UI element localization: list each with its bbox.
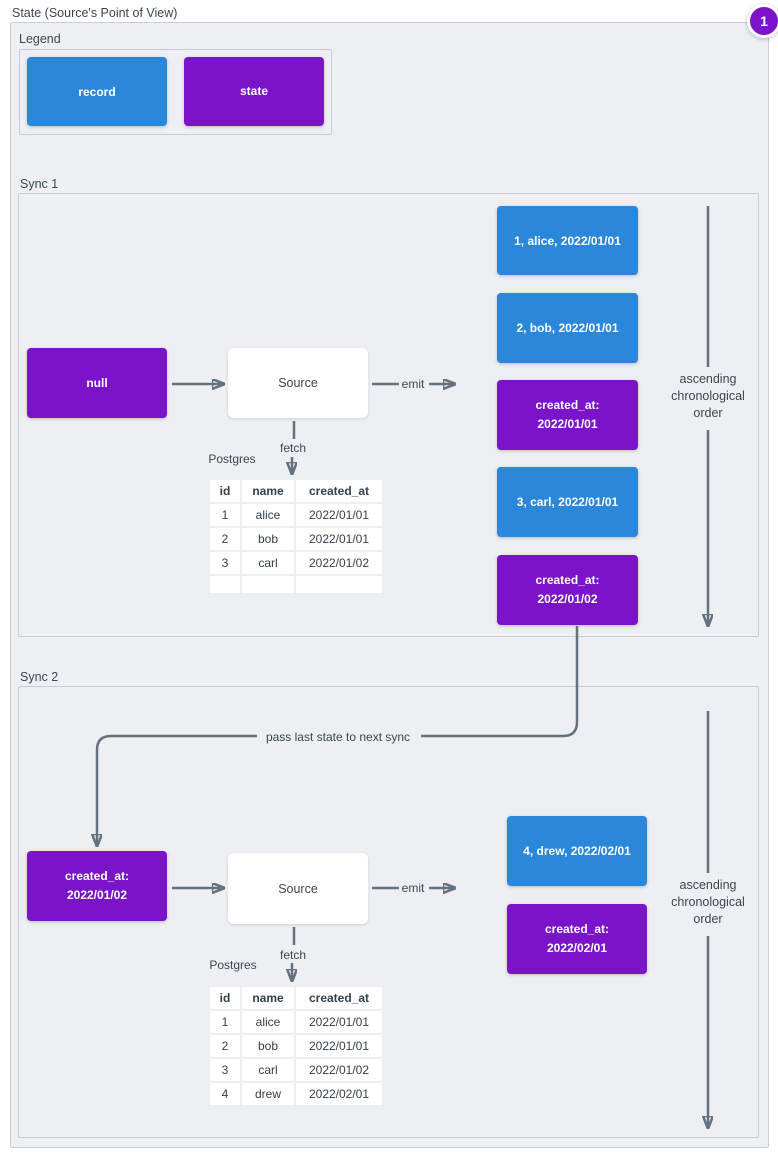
sync2-record-1: 4, drew, 2022/02/01 xyxy=(507,816,647,886)
sync1-postgres-table: id name created_at 1 alice 2022/01/01 2 … xyxy=(208,478,384,595)
cell-id: 3 xyxy=(210,552,240,574)
table-row-empty xyxy=(210,576,382,593)
state-text-line1: created_at: xyxy=(535,573,600,587)
cell-name: carl xyxy=(242,1059,294,1081)
legend-state-label: state xyxy=(239,84,268,98)
record-text: 3, carl, 2022/01/01 xyxy=(516,495,619,509)
cell-name: drew xyxy=(242,1083,294,1105)
cell-id: 1 xyxy=(210,504,240,526)
order-note-line: chronological xyxy=(671,895,745,909)
table-header-row: id name created_at xyxy=(210,480,382,502)
sync2-postgres-label: Postgres xyxy=(209,958,257,972)
col-header-name: name xyxy=(242,480,294,502)
pass-state-connector-label: pass last state to next sync xyxy=(265,730,411,744)
order-note-line: chronological xyxy=(671,389,745,403)
sync1-source-label: Source xyxy=(278,376,318,390)
cell-name: alice xyxy=(242,504,294,526)
cell-created-at: 2022/01/01 xyxy=(296,1035,382,1057)
state-text-line2: 2022/02/01 xyxy=(546,941,608,955)
cell-created-at xyxy=(296,576,382,593)
sync1-order-note: ascending chronological order xyxy=(653,371,763,422)
sync1-record-3: 3, carl, 2022/01/01 xyxy=(497,467,638,537)
cell-id: 2 xyxy=(210,528,240,550)
cell-id: 4 xyxy=(210,1083,240,1105)
sync2-postgres-table: id name created_at 1 alice 2022/01/01 2 … xyxy=(208,985,384,1107)
cell-created-at: 2022/01/02 xyxy=(296,1059,382,1081)
cell-id: 2 xyxy=(210,1035,240,1057)
step-badge-number: 1 xyxy=(760,13,768,29)
legend-record-swatch: record xyxy=(27,57,167,126)
sync1-record-1: 1, alice, 2022/01/01 xyxy=(497,206,638,275)
record-text: 2, bob, 2022/01/01 xyxy=(516,321,619,335)
table-row: 3 carl 2022/01/02 xyxy=(210,552,382,574)
col-header-name: name xyxy=(242,987,294,1009)
sync2-label: Sync 2 xyxy=(20,670,59,684)
legend-record-label: record xyxy=(78,84,116,99)
cell-created-at: 2022/01/01 xyxy=(296,528,382,550)
record-text: 4, drew, 2022/02/01 xyxy=(523,844,631,858)
legend-label: Legend xyxy=(19,32,61,46)
state-text-line1: created_at: xyxy=(64,869,130,883)
sync1-input-state-label: null xyxy=(86,375,108,390)
cell-created-at: 2022/01/01 xyxy=(296,504,382,526)
sync1-state-2: created_at: 2022/01/02 xyxy=(497,555,638,625)
sync2-emit-label: emit xyxy=(401,881,425,895)
cell-id: 3 xyxy=(210,1059,240,1081)
state-text-line2: 2022/01/01 xyxy=(537,417,598,431)
col-header-created-at: created_at xyxy=(296,480,382,502)
sync1-fetch-label: fetch xyxy=(279,441,307,455)
state-text-line2: 2022/01/02 xyxy=(537,592,598,606)
order-note-line: order xyxy=(693,912,723,926)
table-row: 2 bob 2022/01/01 xyxy=(210,528,382,550)
sync1-source-node: Source xyxy=(228,348,368,418)
sync2-source-label: Source xyxy=(278,881,318,896)
cell-created-at: 2022/01/02 xyxy=(296,552,382,574)
sync2-box xyxy=(18,686,759,1138)
cell-created-at: 2022/02/01 xyxy=(296,1083,382,1105)
col-header-created-at: created_at xyxy=(296,987,382,1009)
table-row: 1 alice 2022/01/01 xyxy=(210,504,382,526)
record-text: 1, alice, 2022/01/01 xyxy=(514,233,621,248)
order-note-line: ascending xyxy=(679,878,737,892)
cell-name: carl xyxy=(242,552,294,574)
sync2-state-1: created_at: 2022/02/01 xyxy=(507,904,647,974)
sync2-input-state-node: created_at: 2022/01/02 xyxy=(27,851,167,921)
state-text-line1: created_at: xyxy=(544,922,610,936)
sync1-emit-label: emit xyxy=(401,377,425,391)
table-row: 2 bob 2022/01/01 xyxy=(210,1035,382,1057)
cell-name xyxy=(242,576,294,593)
sync1-postgres-label: Postgres xyxy=(208,452,256,466)
cell-name: alice xyxy=(242,1011,294,1033)
cell-name: bob xyxy=(242,1035,294,1057)
cell-name: bob xyxy=(242,528,294,550)
order-note-line: ascending xyxy=(679,372,737,386)
sync2-fetch-label: fetch xyxy=(279,948,307,962)
sync1-record-2: 2, bob, 2022/01/01 xyxy=(497,293,638,363)
sync1-box xyxy=(18,193,759,637)
sync1-input-state-node: null xyxy=(27,348,167,418)
sync2-source-node: Source xyxy=(228,853,368,924)
state-text-line2: 2022/01/02 xyxy=(66,888,128,902)
cell-id xyxy=(210,576,240,593)
col-header-id: id xyxy=(210,480,240,502)
cell-id: 1 xyxy=(210,1011,240,1033)
sync1-state-1: created_at: 2022/01/01 xyxy=(497,380,638,450)
sync1-label: Sync 1 xyxy=(20,177,59,191)
state-text-line1: created_at: xyxy=(535,398,600,412)
diagram-title: State (Source's Point of View) xyxy=(12,6,178,20)
legend-state-swatch: state xyxy=(184,57,324,126)
col-header-id: id xyxy=(210,987,240,1009)
legend-box xyxy=(19,49,332,135)
step-badge: 1 xyxy=(747,4,778,38)
table-header-row: id name created_at xyxy=(210,987,382,1009)
cell-created-at: 2022/01/01 xyxy=(296,1011,382,1033)
table-row: 1 alice 2022/01/01 xyxy=(210,1011,382,1033)
table-row: 3 carl 2022/01/02 xyxy=(210,1059,382,1081)
table-row: 4 drew 2022/02/01 xyxy=(210,1083,382,1105)
sync2-order-note: ascending chronological order xyxy=(653,877,763,928)
order-note-line: order xyxy=(693,406,723,420)
